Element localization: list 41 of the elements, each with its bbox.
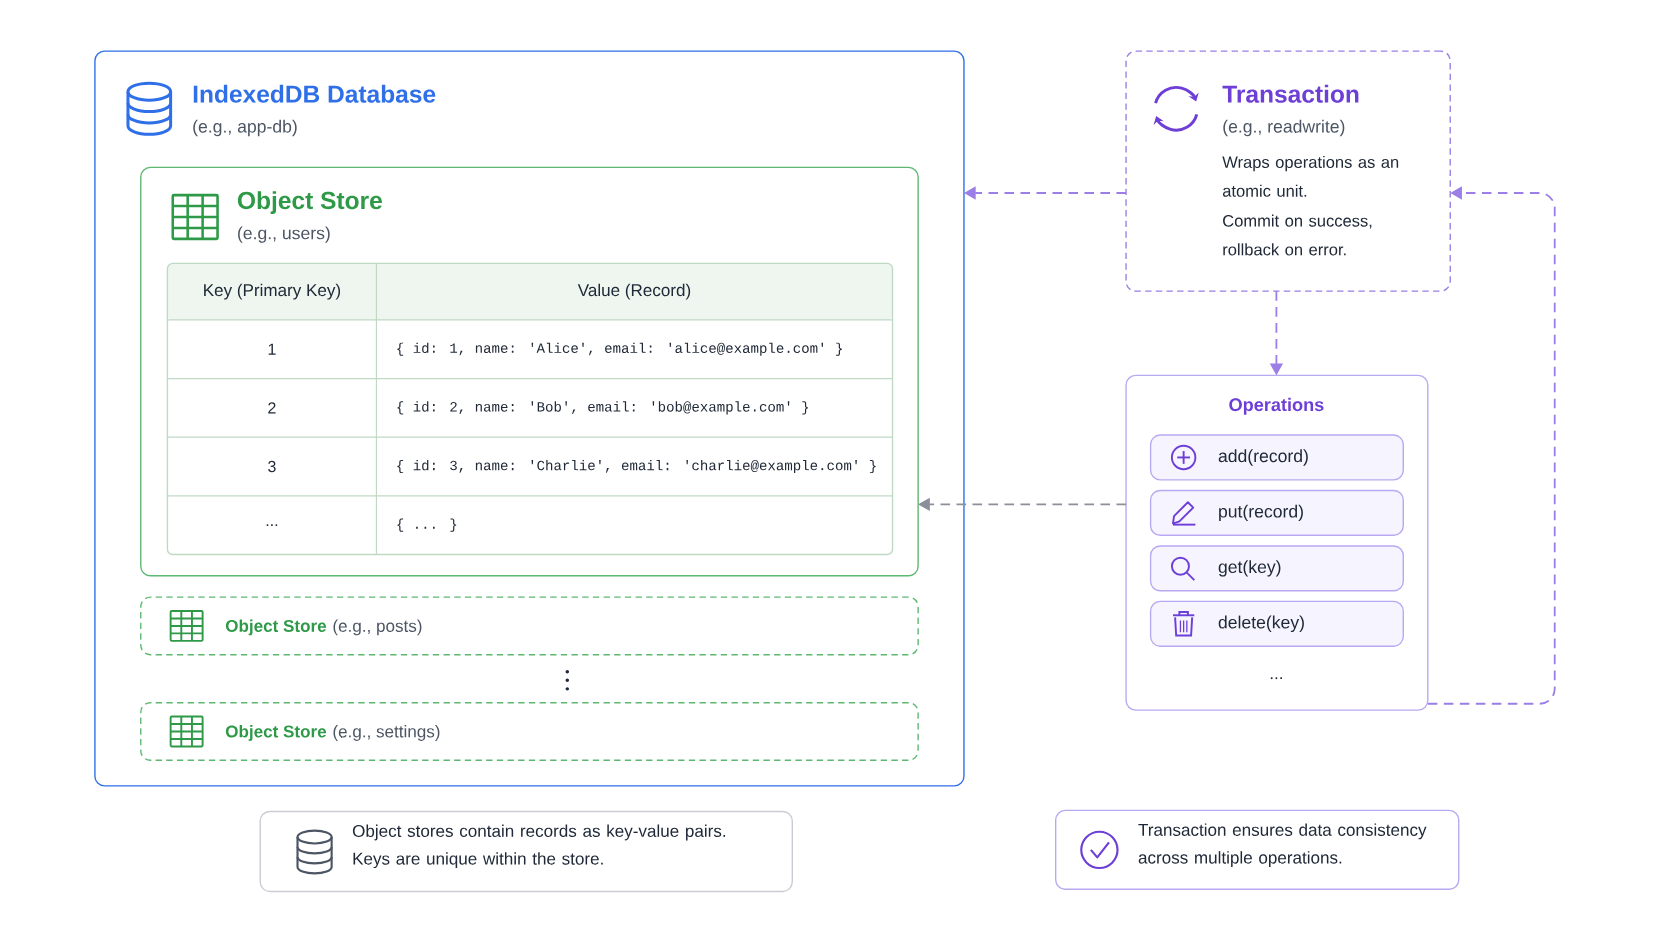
table-cell: { id: 3, name: 'Charlie', email: 'charlie@example.com' } <box>397 459 876 473</box>
panel-title: IndexedDB Database <box>193 84 436 103</box>
column-header: Value (Record) <box>577 283 691 300</box>
store-row <box>140 701 919 761</box>
note-box <box>1054 809 1460 890</box>
note-box <box>259 810 793 892</box>
arrow <box>964 186 1127 200</box>
operation-item <box>1149 489 1404 536</box>
transaction-panel <box>1125 50 1451 292</box>
panel-description: Commit on success, rollback on error. <box>1223 214 1372 256</box>
panel-subtitle: (e.g., readwrite) <box>1223 119 1345 136</box>
panel-title: Operations <box>1229 397 1324 415</box>
operation-label: add(record) <box>1218 449 1308 466</box>
table-cell: 1 <box>268 343 276 355</box>
store-title: Object Store <box>225 619 327 636</box>
table-cell: ... <box>266 524 278 526</box>
table-cell: 2 <box>268 402 276 414</box>
table-cell: { ... } <box>397 518 457 532</box>
note-text: Transaction ensures data consistency across multiple operations. <box>1138 823 1427 867</box>
operation-item <box>1149 600 1404 647</box>
note-text: Object stores contain records as key-value pairs. Keys are unique within the store. <box>352 824 726 868</box>
panel-title: Object Store <box>237 190 382 214</box>
panel-description: Wraps operations as an atomic unit. <box>1222 155 1399 197</box>
operation-item <box>1149 545 1404 592</box>
column-header: Key (Primary Key) <box>204 283 341 300</box>
panel-subtitle: (e.g., users) <box>238 226 330 243</box>
store-title: Object Store <box>225 724 327 741</box>
panel-title: Transaction <box>1222 84 1359 103</box>
ellipsis: ... <box>1270 677 1282 679</box>
operation-item <box>1149 434 1404 481</box>
operation-label: delete(key) <box>1218 615 1304 632</box>
arrow <box>1426 186 1556 705</box>
table-cell: { id: 2, name: 'Bob', email: 'bob@example.com' } <box>397 401 809 415</box>
store-row <box>140 596 919 656</box>
store-subtitle: (e.g., settings) <box>333 724 440 741</box>
table-cell: 3 <box>268 460 276 472</box>
panel-subtitle: (e.g., app-db) <box>193 119 297 136</box>
store-subtitle: (e.g., posts) <box>333 619 422 636</box>
table-cell: { id: 1, name: 'Alice', email: 'alice@example.com' } <box>397 342 842 356</box>
operation-label: get(key) <box>1218 559 1281 577</box>
operation-label: put(record) <box>1219 504 1303 521</box>
